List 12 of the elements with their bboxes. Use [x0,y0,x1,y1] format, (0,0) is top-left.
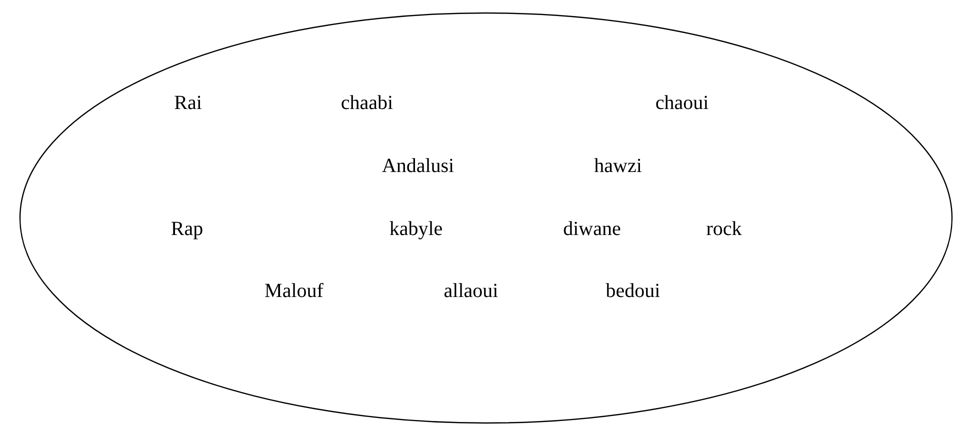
genre-label: allaoui [444,281,498,301]
genre-label: diwane [563,219,621,239]
genre-label: hawzi [594,156,642,176]
genre-label: Malouf [264,281,324,301]
genre-label: Rap [170,219,204,239]
genre-label: chaoui [655,93,709,113]
genre-label: chaabi [340,93,394,113]
genre-label: Andalusi [382,156,454,176]
genre-label: rock [706,219,742,239]
genre-label: kabyle [389,219,443,239]
genre-label: Rai [174,93,202,113]
genre-label: bedoui [606,281,660,301]
